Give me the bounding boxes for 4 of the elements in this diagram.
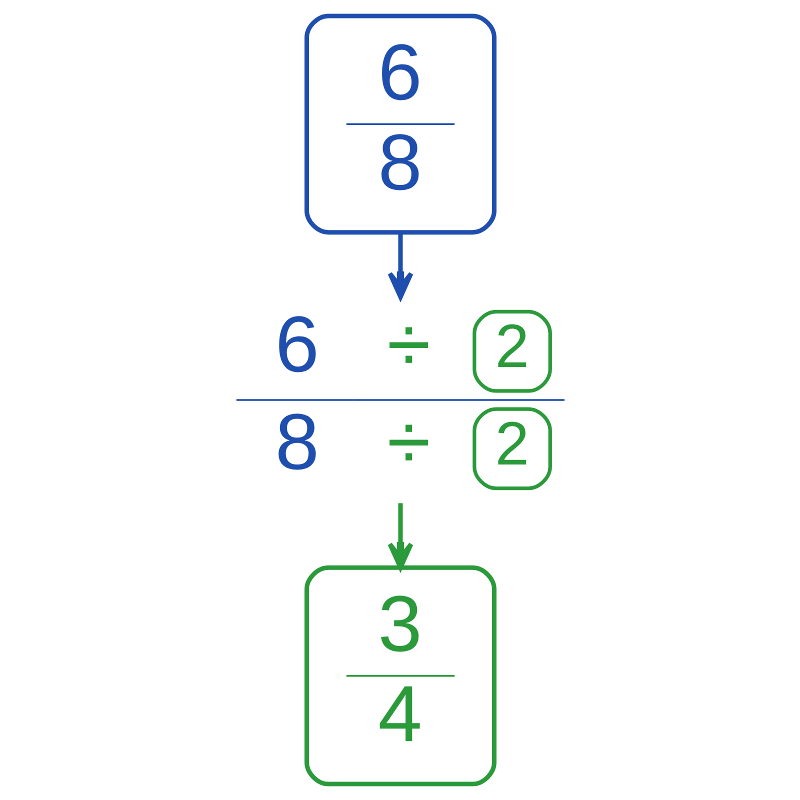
node-box: 6 8 [304, 14, 496, 235]
node-box: 3 4 [304, 565, 496, 786]
arrow [387, 232, 413, 300]
arrow [387, 503, 413, 570]
